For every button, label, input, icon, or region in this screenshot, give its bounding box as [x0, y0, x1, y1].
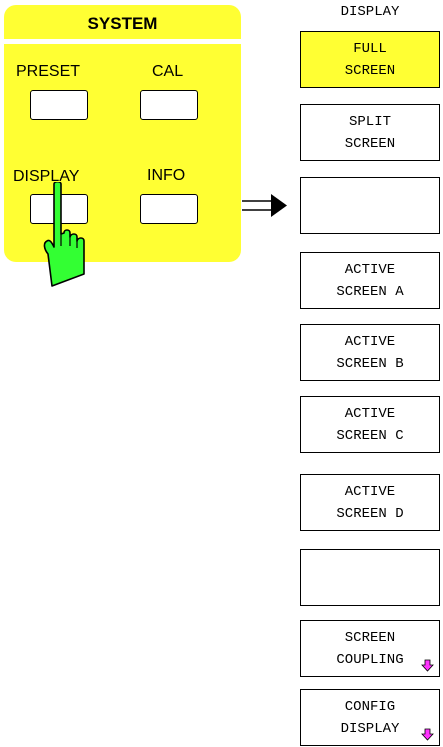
softkey-config-display[interactable]: CONFIG DISPLAY — [300, 689, 440, 746]
pointing-hand-icon — [43, 182, 85, 287]
display-key-label: DISPLAY — [13, 168, 80, 185]
softkey-active-screen-a[interactable]: ACTIVE SCREEN A — [300, 252, 440, 309]
info-key[interactable] — [140, 194, 198, 224]
info-key-label: INFO — [147, 167, 186, 184]
softkey-blank-2[interactable] — [300, 549, 440, 606]
softkey-label-line2: SCREEN C — [336, 428, 404, 444]
system-key-panel: SYSTEM PRESET CAL DISPLAY INFO — [4, 5, 241, 262]
softkey-label-line2: SCREEN — [344, 63, 396, 79]
softkey-label-line1: SPLIT — [348, 114, 391, 130]
softkey-label-line2: SCREEN B — [336, 356, 404, 372]
softkey-blank-1[interactable] — [300, 177, 440, 234]
system-panel-divider — [4, 39, 241, 44]
system-panel-title: SYSTEM — [87, 14, 158, 33]
preset-key[interactable] — [30, 90, 88, 120]
softkey-label-line1: FULL — [353, 41, 387, 57]
cal-key[interactable] — [140, 90, 198, 120]
softkey-label-line2: SCREEN A — [336, 284, 404, 300]
softkey-label-line1: ACTIVE — [344, 406, 396, 422]
softkey-label-line1: ACTIVE — [344, 334, 396, 350]
softkey-label-line2: DISPLAY — [340, 721, 400, 737]
softkey-active-screen-b[interactable]: ACTIVE SCREEN B — [300, 324, 440, 381]
softkey-screen-coupling[interactable]: SCREEN COUPLING — [300, 620, 440, 677]
softkey-active-screen-d[interactable]: ACTIVE SCREEN D — [300, 474, 440, 531]
softkey-label-line2: COUPLING — [336, 652, 404, 668]
cal-key-label: CAL — [152, 63, 184, 80]
menu-title: DISPLAY — [340, 4, 400, 20]
softkey-label-line1: CONFIG — [344, 699, 396, 715]
softkey-label-line2: SCREEN — [344, 136, 396, 152]
preset-key-label: PRESET — [16, 63, 81, 80]
softkey-label-line1: ACTIVE — [344, 262, 396, 278]
submenu-down-arrow-icon — [421, 659, 434, 672]
softkey-split-screen[interactable]: SPLIT SCREEN — [300, 104, 440, 161]
softkey-active-screen-c[interactable]: ACTIVE SCREEN C — [300, 396, 440, 453]
right-arrow-icon — [242, 194, 287, 217]
softkey-label-line2: SCREEN D — [336, 506, 404, 522]
submenu-down-arrow-icon — [421, 728, 434, 741]
softkey-label-line1: ACTIVE — [344, 484, 396, 500]
softkey-label-line1: SCREEN — [344, 630, 396, 646]
softkey-full-screen[interactable]: FULL SCREEN — [300, 31, 440, 88]
